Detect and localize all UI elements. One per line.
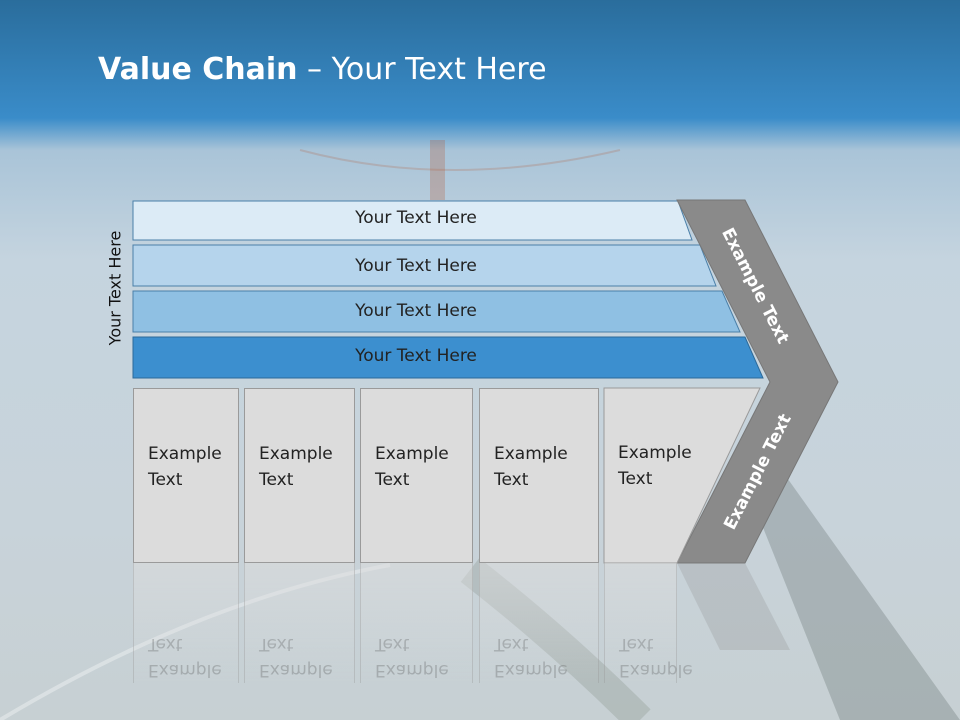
bar-4 (132, 336, 764, 379)
title-bold: Value Chain (98, 52, 298, 87)
bar-1-label: Your Text Here (355, 208, 477, 228)
slide-title: Value Chain – Your Text Here (98, 52, 547, 87)
bar-2 (132, 244, 717, 287)
bar-3-label: Your Text Here (355, 301, 477, 321)
last-box-shape (603, 387, 761, 564)
bar-1 (132, 200, 693, 241)
title-rest: – Your Text Here (297, 52, 547, 87)
bar-2-label: Your Text Here (355, 256, 477, 276)
bar-3 (132, 290, 741, 333)
bar-4-label: Your Text Here (355, 346, 477, 366)
chevron-reflection (677, 563, 790, 650)
chevron-shape (676, 199, 839, 564)
